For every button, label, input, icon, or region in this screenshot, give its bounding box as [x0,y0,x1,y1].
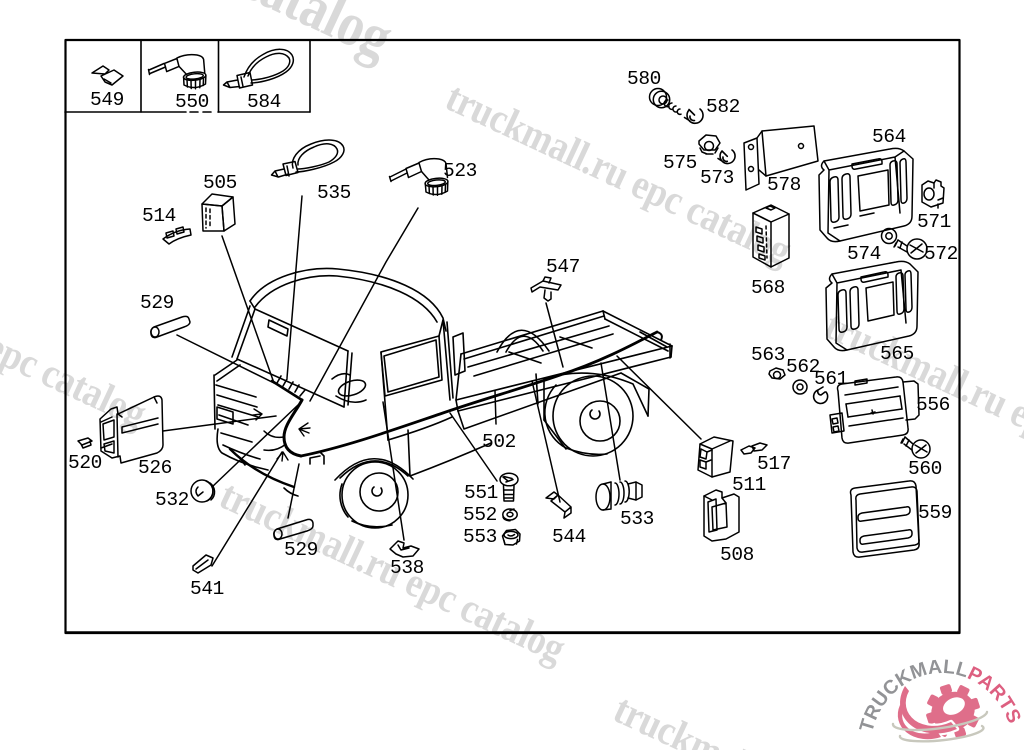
svg-text:535: 535 [317,182,351,204]
svg-text:549: 549 [90,89,124,111]
svg-text:560: 560 [908,458,942,480]
svg-text:580: 580 [627,68,661,90]
svg-text:571: 571 [917,211,951,233]
svg-text:561: 561 [814,368,848,390]
svg-text:532: 532 [155,489,189,511]
svg-text:502: 502 [482,431,516,453]
svg-text:582: 582 [706,96,740,118]
svg-text:523: 523 [443,160,477,182]
svg-text:551: 551 [464,482,498,504]
svg-text:514: 514 [142,205,176,227]
svg-text:547: 547 [546,256,580,278]
svg-text:572: 572 [924,243,958,265]
svg-text:563: 563 [751,344,785,366]
svg-text:568: 568 [751,277,785,299]
svg-text:556: 556 [916,394,950,416]
svg-text:505: 505 [203,172,237,194]
svg-text:552: 552 [463,504,497,526]
svg-text:529: 529 [140,292,174,314]
svg-text:550: 550 [175,91,209,113]
svg-text:533: 533 [620,508,654,530]
svg-text:578: 578 [767,174,801,196]
svg-text:559: 559 [918,502,952,524]
svg-text:575: 575 [663,152,697,174]
svg-text:562: 562 [786,356,820,378]
svg-text:565: 565 [880,343,914,365]
svg-text:529: 529 [284,539,318,561]
svg-text:526: 526 [138,457,172,479]
svg-text:538: 538 [390,557,424,579]
svg-text:553: 553 [463,526,497,548]
svg-text:541: 541 [190,578,224,600]
svg-text:517: 517 [757,453,791,475]
svg-text:508: 508 [720,544,754,566]
svg-text:520: 520 [68,452,102,474]
svg-text:574: 574 [847,243,881,265]
svg-text:511: 511 [732,474,766,496]
svg-text:573: 573 [700,167,734,189]
svg-text:544: 544 [552,526,586,548]
svg-text:564: 564 [872,126,906,148]
svg-text:584: 584 [247,91,281,113]
